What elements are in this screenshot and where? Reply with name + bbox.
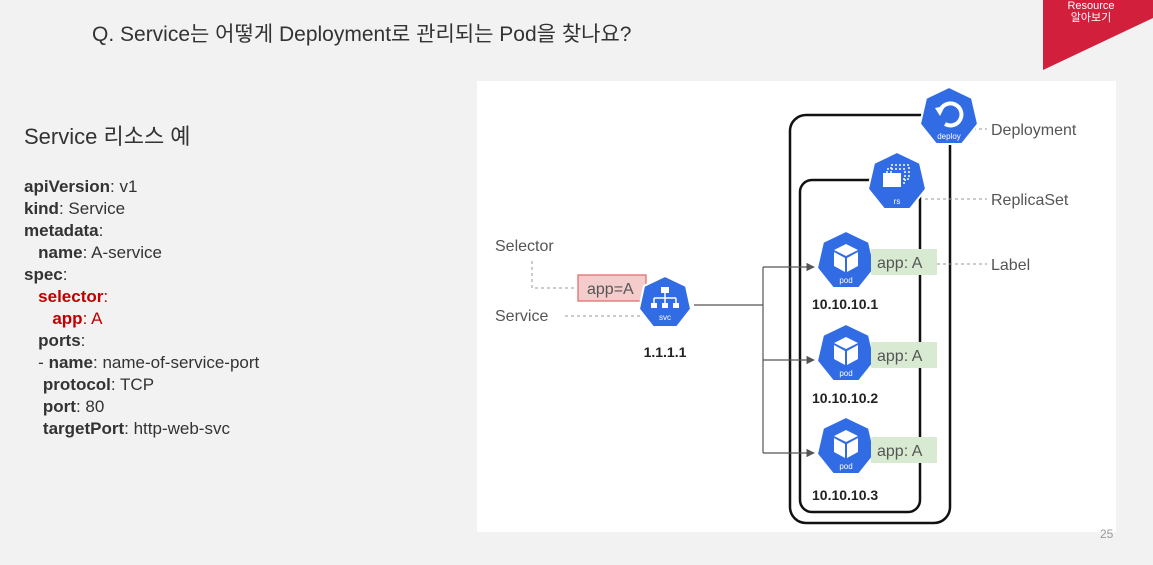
service-ip: 1.1.1.1	[644, 344, 687, 360]
svg-text:rs: rs	[894, 197, 901, 206]
pod-icon: pod	[815, 229, 877, 289]
yaml-line-apiversion: apiVersion: v1	[24, 177, 138, 196]
section-heading: Service 리소스 예	[24, 124, 191, 149]
replicaset-icon: rs	[866, 150, 928, 210]
service-svc-icon: svc	[637, 274, 693, 328]
diagram-svg: Deployment ReplicaSet Label Selector app…	[495, 85, 1077, 525]
yaml-line-selector: selector:	[38, 287, 109, 306]
selector-label: Selector	[495, 238, 554, 255]
yaml-listing: apiVersion: v1 kind: Service metadata: n…	[24, 176, 259, 440]
replicaset-label: ReplicaSet	[991, 192, 1069, 209]
pod-1: pod app: A 10.10.10.1	[812, 229, 937, 312]
yaml-line-protocol: protocol: TCP	[42, 375, 155, 394]
k8s-diagram: Deployment ReplicaSet Label Selector app…	[477, 81, 1116, 532]
slide-title: Q. Service는 어떻게 Deployment로 관리되는 Pod을 찾나…	[92, 23, 632, 46]
pod-label-text: app: A	[877, 348, 923, 365]
deploy-icon: deploy	[918, 85, 980, 145]
pod-label-text: app: A	[877, 255, 923, 272]
pod-icon: pod	[815, 415, 877, 475]
service-label: Service	[495, 308, 548, 325]
yaml-line-spec: spec:	[24, 265, 68, 284]
service-to-pod-arrows	[694, 262, 815, 458]
deployment-label: Deployment	[991, 122, 1077, 139]
pod-label-text: app: A	[877, 443, 923, 460]
pod-label-bg	[871, 249, 937, 275]
svg-text:pod: pod	[839, 462, 852, 471]
svg-text:pod: pod	[839, 276, 852, 285]
yaml-line-port-name: - name: name-of-service-port	[24, 353, 260, 372]
yaml-line-app: app: A	[52, 309, 103, 328]
pod-3: pod app: A 10.10.10.3	[812, 415, 937, 503]
svg-text:svc: svc	[659, 313, 671, 322]
yaml-line-port: port: 80	[42, 397, 105, 416]
pod-ip: 10.10.10.2	[812, 390, 878, 406]
pod-ip: 10.10.10.1	[812, 296, 878, 312]
pod-icon: pod	[815, 322, 877, 382]
yaml-line-metadata: metadata:	[24, 221, 104, 240]
pod-ip: 10.10.10.3	[812, 487, 878, 503]
yaml-line-targetport: targetPort: http-web-svc	[42, 419, 230, 438]
corner-badge-line2: 알아보기	[1070, 12, 1112, 24]
pod-label-bg	[871, 342, 937, 368]
svg-text:deploy: deploy	[937, 132, 961, 141]
page-number: 25	[1100, 527, 1114, 541]
deployment-box	[788, 113, 952, 525]
pod-2: pod app: A 10.10.10.2	[812, 322, 937, 406]
selector-tag-text: app=A	[587, 281, 634, 298]
label-label: Label	[991, 257, 1030, 274]
corner-badge: Resource 알아보기	[1021, 0, 1153, 70]
yaml-line-name: name: A-service	[38, 243, 162, 262]
yaml-line-kind: kind: Service	[24, 199, 126, 218]
svg-text:pod: pod	[839, 369, 852, 378]
pod-label-bg	[871, 437, 937, 463]
corner-badge-line1: Resource	[1067, 0, 1115, 12]
yaml-line-ports: ports:	[38, 331, 86, 350]
